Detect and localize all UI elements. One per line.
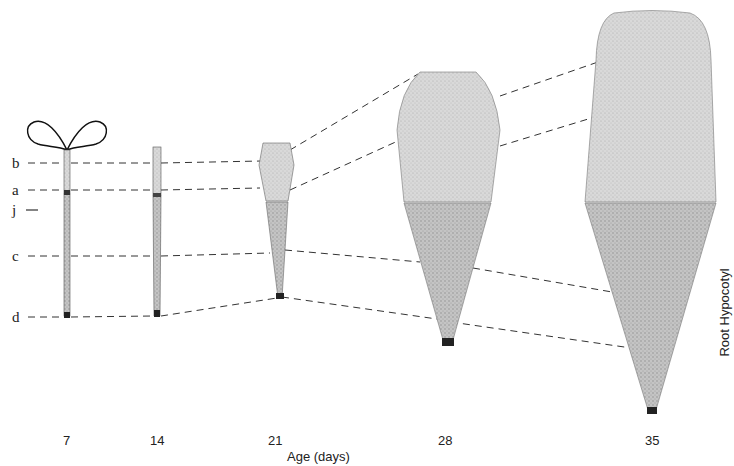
axis-title: Age (days) (287, 450, 350, 463)
age-tick: 7 (63, 434, 70, 447)
level-letter: d (12, 310, 20, 325)
j-mark (26, 209, 38, 210)
seedling-day7 (28, 121, 107, 318)
age-tick: 28 (438, 434, 452, 447)
plant-day28 (397, 72, 500, 346)
level-letter: b (12, 156, 20, 171)
plant-day35 (585, 11, 716, 415)
level-letter: c (12, 249, 19, 264)
age-tick: 21 (268, 434, 282, 447)
age-tick: 35 (645, 434, 659, 447)
level-letter: j (12, 203, 16, 218)
dashed-lines (28, 62, 645, 350)
plant-day21 (259, 143, 294, 299)
seedling-day14 (153, 147, 161, 317)
level-letter: a (12, 183, 19, 198)
age-tick: 14 (150, 434, 164, 447)
side-label: Root Hypocotyl (718, 268, 731, 356)
